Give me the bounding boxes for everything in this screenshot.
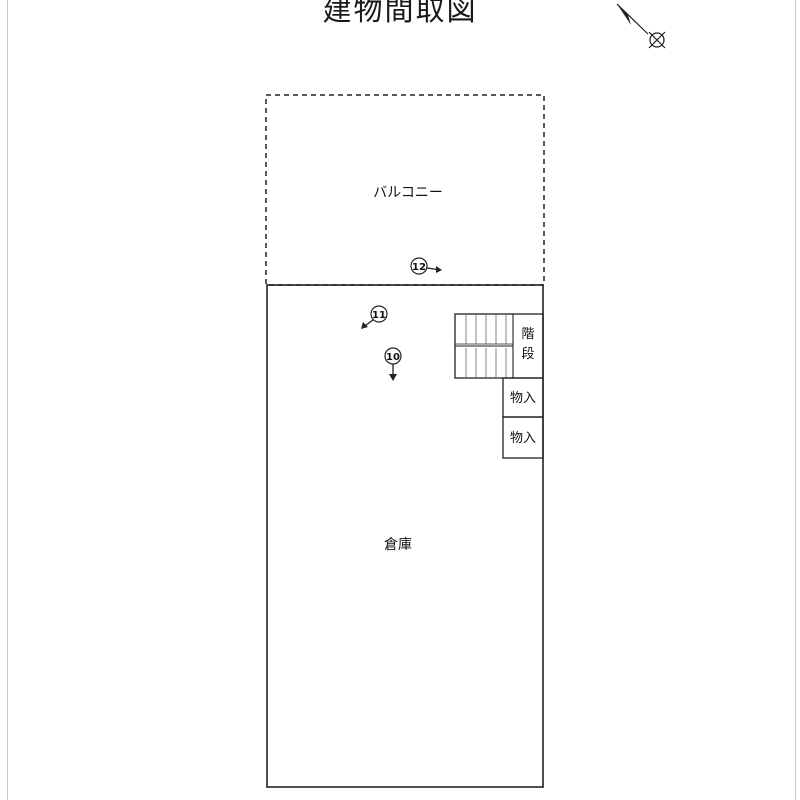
stairs-label-bottom: 段 [521,347,534,362]
stairs: 階 段 [454,313,544,379]
stairs-label-top: 階 [521,327,534,342]
photo-marker-12: 12 [410,257,442,275]
photo-marker-11-label: 11 [372,310,386,321]
storage-closet-1: 物入 [502,377,544,418]
storage-closet-2: 物入 [502,416,544,459]
warehouse-label: 倉庫 [384,536,412,553]
photo-marker-11: 11 [361,305,388,329]
storage-label-1: 物入 [510,391,536,406]
warehouse-area: 倉庫 [266,284,544,788]
photo-marker-10-label: 10 [386,352,400,363]
balcony-area: バルコニー [265,94,545,286]
photo-marker-12-label: 12 [412,262,426,273]
page-border [7,0,796,800]
storage-label-2: 物入 [510,431,536,446]
page-title: 建物間取図 [322,0,478,27]
photo-marker-10: 10 [384,347,402,381]
balcony-label: バルコニー [373,185,443,201]
north-arrow-icon [616,3,666,49]
